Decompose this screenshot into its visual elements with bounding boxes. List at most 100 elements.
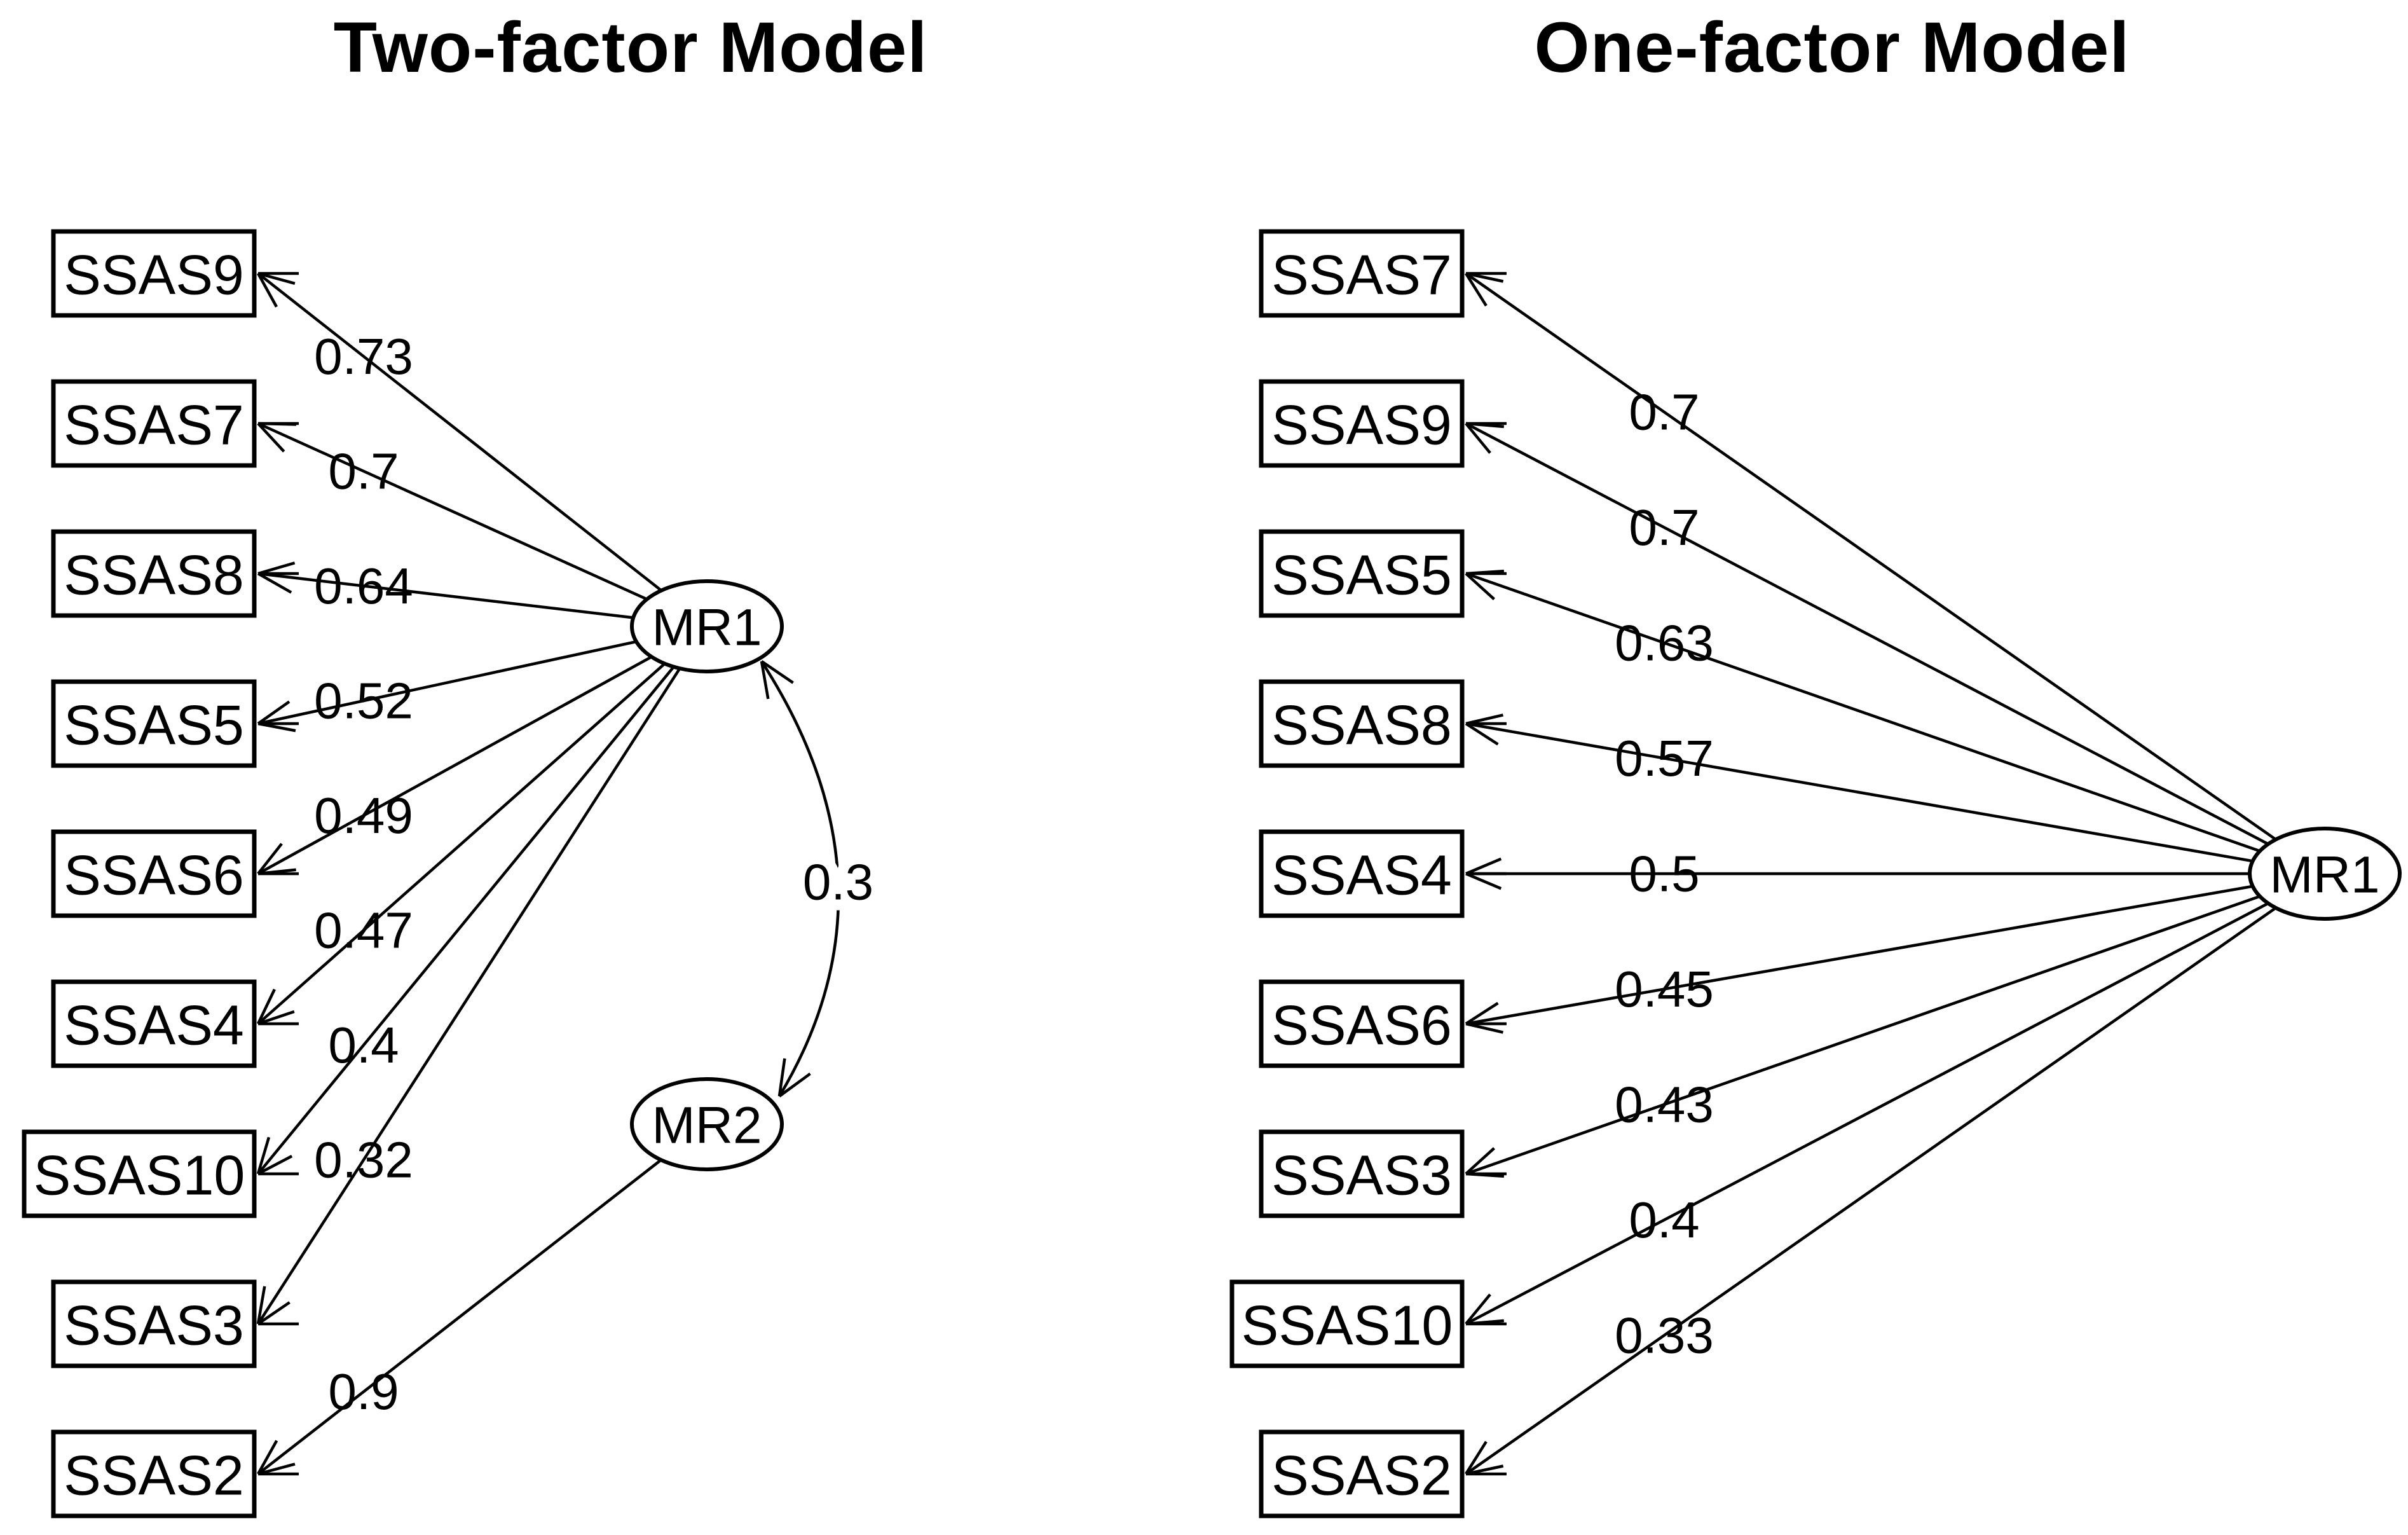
loading-arrow-MR1-SSAS9 [257,272,662,592]
arrowhead [760,661,770,699]
loading-arrow-MR1-SSAS8 [257,561,634,619]
two-factor-model-title: Two-factor Model [333,8,928,87]
panel-two-factor: SSAS9SSAS7SSAS8SSAS5SSAS6SSAS4SSAS10SSAS… [22,229,884,1518]
loading-value-SSAS9: 0.7 [1629,499,1699,556]
loading-value-SSAS10: 0.4 [1629,1192,1699,1248]
loading-arrow-MR1-SSAS2 [1465,906,2277,1476]
indicator-SSAS8: SSAS8 [1259,679,1465,768]
arrowhead [256,988,276,1024]
loading-line [1465,422,2269,846]
factor-label-MR1: MR1 [2269,846,2379,904]
indicator-label-SSAS9: SSAS9 [1271,394,1452,457]
arrowhead [257,1010,295,1026]
loading-arrow-MR1-SSAS10 [256,666,675,1176]
indicator-box-SSAS2 [51,1429,257,1518]
arrowhead [1465,1440,1488,1475]
loading-arrow-MR1-SSAS8 [1465,713,2254,863]
loading-value-SSAS5: 0.52 [314,673,413,729]
one-factor-model-title: One-factor Model [1534,8,2130,87]
loading-line [257,572,634,619]
indicator-label-SSAS10: SSAS10 [1242,1294,1453,1357]
loading-value-SSAS8: 0.57 [1615,730,1714,787]
loading-line [257,666,675,1175]
arrowhead [257,422,285,453]
indicator-box-SSAS6 [51,829,257,918]
loading-arrow-MR1-SSAS5 [1465,569,2261,853]
indicator-SSAS7: SSAS7 [51,379,257,468]
indicator-label-SSAS3: SSAS3 [64,1294,244,1357]
indicator-SSAS7: SSAS7 [1259,229,1465,318]
loading-arrow-MR1-SSAS6 [257,655,653,876]
arrowhead [760,660,794,684]
indicator-label-SSAS7: SSAS7 [64,394,244,457]
loading-line [1465,272,2277,841]
indicator-box-SSAS9 [51,229,257,318]
arrowhead [1465,422,1491,454]
indicator-SSAS4: SSAS4 [1259,829,1465,918]
arrowhead [257,272,278,308]
loading-value-SSAS4: 0.5 [1629,846,1699,902]
arrowhead [257,1463,296,1476]
indicator-box-SSAS9 [1259,379,1465,468]
loading-value-SSAS2: 0.9 [328,1363,399,1420]
loading-value-SSAS10: 0.4 [328,1017,399,1073]
indicator-SSAS4: SSAS4 [51,979,257,1068]
loading-value-SSAS4: 0.47 [314,902,413,959]
indicator-SSAS5: SSAS5 [51,679,257,768]
loading-value-SSAS8: 0.64 [314,558,413,614]
indicator-label-SSAS8: SSAS8 [1271,694,1452,757]
arrowhead [257,1155,293,1175]
loading-arrow-MR1-SSAS7 [257,422,648,601]
indicator-label-SSAS4: SSAS4 [1271,844,1452,907]
loading-arrow-MR1-SSAS10 [1465,902,2269,1326]
arrowhead [777,1058,786,1097]
panel-one-factor: SSAS7SSAS9SSAS5SSAS8SSAS4SSAS6SSAS3SSAS1… [1229,229,2402,1518]
arrowhead [256,1136,271,1174]
factor-one_factor-MR1: MR1 [2248,827,2402,921]
indicator-label-SSAS6: SSAS6 [1271,994,1452,1057]
loading-line [257,422,648,601]
loading-line [257,667,681,1325]
indicator-box-SSAS4 [1259,829,1465,918]
loading-value-SSAS3: 0.32 [314,1132,413,1188]
loading-arrow-MR1-SSAS4 [256,663,666,1026]
arrowhead [257,700,291,725]
indicator-SSAS5: SSAS5 [1259,529,1465,618]
indicator-box-SSAS3 [1259,1129,1465,1218]
loading-arrows [256,272,681,1476]
loading-line [257,640,637,726]
indicator-SSAS9: SSAS9 [1259,379,1465,468]
indicator-label-SSAS6: SSAS6 [64,844,244,907]
indicator-label-SSAS10: SSAS10 [34,1144,245,1207]
loading-arrow-MR2-SSAS2 [257,1159,662,1476]
indicator-box-SSAS5 [51,679,257,768]
arrowhead [778,1072,811,1098]
loading-line [1465,572,2261,853]
loading-labels: 0.70.70.630.570.50.450.430.40.33 [1615,384,1714,1364]
arrowhead [1465,722,1499,746]
loading-value-SSAS6: 0.49 [314,787,413,844]
correlation-value: 0.3 [803,854,873,911]
indicator-SSAS2: SSAS2 [1259,1429,1465,1518]
loading-value-SSAS9: 0.73 [314,328,413,385]
indicator-boxes: SSAS7SSAS9SSAS5SSAS8SSAS4SSAS6SSAS3SSAS1… [1229,229,1465,1518]
arrowhead [257,272,296,285]
indicator-box-SSAS4 [51,979,257,1068]
loading-arrows [1465,272,2277,1476]
loading-value-SSAS2: 0.33 [1615,1307,1714,1363]
indicator-SSAS3: SSAS3 [51,1279,257,1368]
indicator-label-SSAS5: SSAS5 [64,694,244,757]
arrowhead [256,1286,266,1325]
indicator-box-SSAS7 [51,379,257,468]
indicator-SSAS3: SSAS3 [1259,1129,1465,1218]
loading-arrow-MR1-SSAS4 [1465,857,2250,890]
indicator-SSAS6: SSAS6 [51,829,257,918]
indicator-box-SSAS2 [1259,1429,1465,1518]
loading-value-SSAS6: 0.45 [1615,961,1714,1017]
arrowhead [257,843,283,875]
loading-line [1465,906,2277,1475]
arrowhead [1465,1022,1503,1034]
arrowhead [1465,572,1495,600]
loading-line [257,1159,662,1475]
